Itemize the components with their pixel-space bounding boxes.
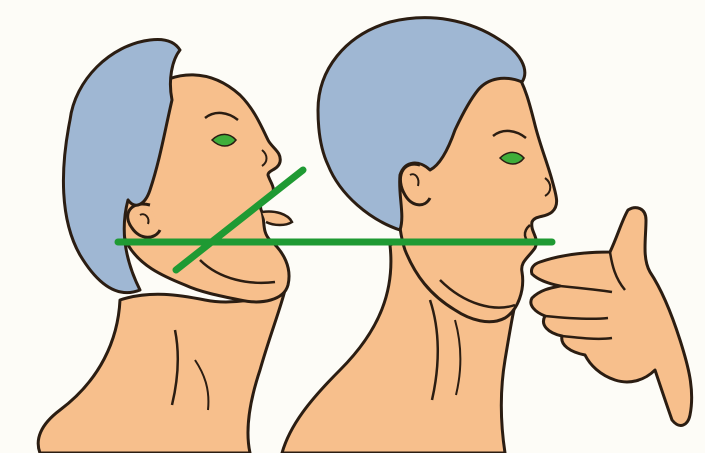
left-neck-shoulder (38, 290, 285, 453)
right-figure-head-aligned (282, 18, 557, 453)
left-figure-head-tilted (38, 39, 292, 453)
